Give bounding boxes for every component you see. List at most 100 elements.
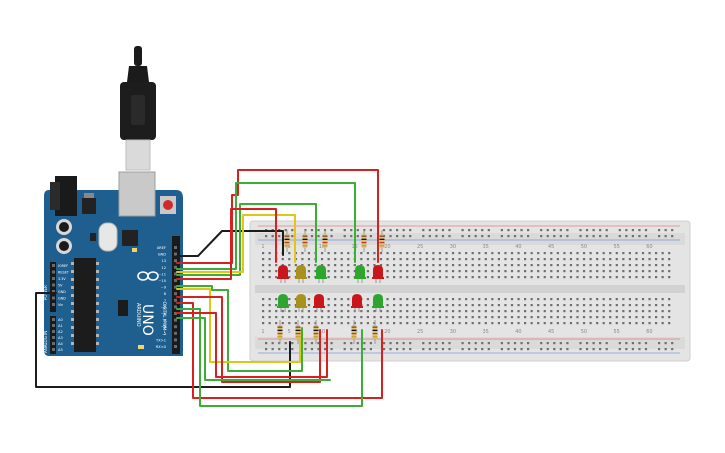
- digital-pin-label: 2: [164, 332, 166, 336]
- column-number: 10: [319, 244, 325, 250]
- wire-green-11[interactable]: [176, 203, 317, 276]
- column-number: 45: [548, 244, 554, 250]
- column-number: 30: [450, 244, 456, 250]
- breadboard[interactable]: 1155101015152020252530303535404045455050…: [249, 220, 691, 362]
- components[interactable]: [277, 230, 385, 344]
- power-pin-label: 5V: [58, 284, 63, 288]
- led-red[interactable]: [351, 294, 363, 312]
- wire-green-8[interactable]: [176, 285, 303, 372]
- led-green[interactable]: [354, 265, 366, 283]
- analog-pin-label: A3: [58, 336, 63, 340]
- analog-pin-label: A2: [58, 330, 63, 334]
- power-pin-label: GND: [58, 297, 66, 301]
- usb-cable[interactable]: [120, 46, 156, 171]
- column-number: 1: [261, 329, 264, 335]
- analog-pin-label: A4: [58, 342, 63, 346]
- wire-yellow-7[interactable]: [176, 288, 301, 363]
- column-number: 30: [450, 329, 456, 335]
- arduino-model-text: UNO: [139, 304, 155, 336]
- column-number: 40: [515, 329, 521, 335]
- led-red[interactable]: [313, 294, 325, 312]
- wire-red-5[interactable]: [176, 302, 383, 399]
- digital-pin-label: 8: [164, 292, 167, 296]
- power-pin-label: RESET: [58, 271, 70, 275]
- wire-yellow-10[interactable]: [176, 214, 296, 273]
- resistor[interactable]: [295, 320, 301, 344]
- resistor[interactable]: [361, 230, 367, 252]
- wire-red-6[interactable]: [176, 296, 321, 383]
- wires[interactable]: [35, 169, 383, 407]
- digital-pin-label: ~6: [161, 305, 167, 309]
- digital-pin-label: ~9: [161, 286, 167, 290]
- arduino-logo: [137, 271, 159, 281]
- resistor[interactable]: [379, 230, 385, 252]
- led-red[interactable]: [372, 265, 384, 283]
- analog-header[interactable]: [50, 316, 56, 354]
- power-header[interactable]: [50, 262, 56, 312]
- power-pin-label: Vin: [58, 303, 63, 307]
- column-number: 60: [646, 329, 652, 335]
- led-green[interactable]: [315, 265, 327, 283]
- resistor[interactable]: [284, 230, 290, 252]
- led-yellow[interactable]: [295, 265, 307, 283]
- power-header-labels: IOREF RESET 3.3V 5V GND GND Vin: [52, 264, 70, 307]
- digital-caption: DIGITAL (PWM~): [162, 302, 167, 336]
- digital-pin-label: ~11: [158, 272, 166, 276]
- wire-red-3[interactable]: [176, 312, 328, 378]
- digital-header-labels: AREF GND 13 12 ~11 ~10 ~9 8 7 ~6 ~5 4 ~3 2TX>1RX<0: [155, 246, 177, 349]
- led-green[interactable]: [372, 294, 384, 312]
- digital-pin-label: 4: [164, 319, 167, 323]
- column-number: 50: [581, 329, 587, 335]
- wire-green-2[interactable]: [176, 317, 331, 381]
- digital-pin-label: GND: [158, 253, 166, 257]
- led-green[interactable]: [277, 294, 289, 312]
- resistor[interactable]: [302, 230, 308, 252]
- resistor[interactable]: [313, 320, 319, 344]
- digital-pin-label: TX>1: [155, 338, 166, 342]
- analog-pin-label: A5: [58, 348, 63, 352]
- column-number: 55: [614, 329, 620, 335]
- resistor[interactable]: [372, 320, 378, 344]
- power-pin-label: IOREF: [58, 264, 68, 268]
- column-number: 25: [417, 329, 423, 335]
- column-number: 5: [288, 329, 291, 335]
- column-number: 45: [548, 329, 554, 335]
- digital-pin-label: ~5: [161, 312, 166, 316]
- digital-pin-label: 7: [164, 299, 166, 303]
- power-pin-label: GND: [58, 290, 66, 294]
- wire-black-gnd[interactable]: [176, 230, 284, 257]
- resistor[interactable]: [351, 320, 357, 344]
- column-number: 55: [614, 244, 620, 250]
- power-pin-label: 3.3V: [58, 277, 66, 281]
- column-number: 1: [261, 244, 264, 250]
- wire-red-9[interactable]: [176, 208, 277, 280]
- column-number: 60: [646, 244, 652, 250]
- column-number: 35: [483, 329, 489, 335]
- digital-pin-label: 12: [161, 266, 166, 270]
- analog-pin-label: A0: [58, 318, 63, 322]
- digital-pin-label: AREF: [157, 246, 166, 250]
- column-number: 10: [319, 329, 325, 335]
- column-number: 40: [515, 244, 521, 250]
- analog-caption: ANALOG IN: [43, 331, 48, 353]
- digital-pin-label: ~10: [158, 279, 166, 283]
- digital-pin-label: ~3: [161, 325, 166, 329]
- wire-green-12[interactable]: [176, 182, 356, 270]
- arduino-brand-text: ARDUINO: [135, 303, 141, 327]
- digital-pin-label: 13: [161, 259, 166, 263]
- led-yellow[interactable]: [295, 294, 307, 312]
- column-number: 50: [581, 244, 587, 250]
- led-red[interactable]: [277, 265, 289, 283]
- resistor[interactable]: [277, 320, 283, 344]
- analog-pin-label: A1: [58, 324, 63, 328]
- breadboard-holes[interactable]: [258, 225, 680, 354]
- arduino-uno-board[interactable]: ARDUINO UNO DIGITAL (PWM~) POWER ANALOG …: [43, 171, 183, 356]
- column-number: 20: [384, 329, 390, 335]
- digital-pin-label: RX<0: [156, 345, 167, 349]
- column-number: 35: [483, 244, 489, 250]
- column-number: 25: [417, 244, 423, 250]
- resistor[interactable]: [322, 230, 328, 252]
- wire-green-4[interactable]: [176, 308, 363, 407]
